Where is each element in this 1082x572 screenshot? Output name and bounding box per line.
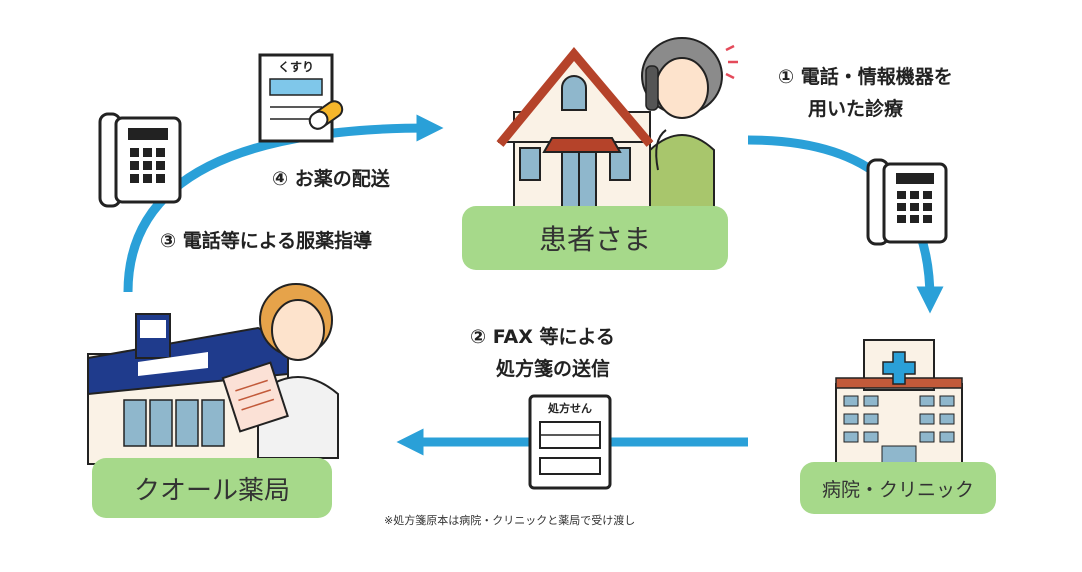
patient-woman-icon: [641, 37, 738, 231]
pharmacist-icon: [221, 283, 339, 459]
step2-label-line2: 処方箋の送信: [496, 358, 611, 380]
step1-label-line2: 用いた診療: [808, 98, 904, 120]
telephone-icon: [98, 112, 182, 208]
patient-node: 患者さま: [462, 206, 728, 270]
footnote: ※処方箋原本は病院・クリニックと薬局で受け渡し: [384, 514, 636, 527]
arrow-step3-4: [123, 114, 444, 293]
step2-label-line1: ② FAX 等による: [470, 326, 615, 348]
medicine-bag-label: くすり: [277, 60, 314, 74]
medicine-bag-icon: [258, 53, 344, 143]
step4-label: ④ お薬の配送: [272, 168, 390, 190]
step3-label: ③ 電話等による服薬指導: [160, 230, 373, 252]
clinic-node: 病院・クリニック: [800, 462, 996, 514]
clinic-node-label: 病院・クリニック: [821, 478, 974, 501]
prescription-icon: [528, 394, 612, 490]
prescription-label: 処方せん: [548, 402, 592, 415]
patient-node-label: 患者さま: [538, 223, 651, 256]
step1-label-line1: ① 電話・情報機器を: [778, 66, 953, 88]
pharmacy-node: クオール薬局: [92, 458, 332, 518]
pharmacy-node-label: クオール薬局: [133, 475, 290, 506]
telephone-icon: [866, 158, 948, 246]
